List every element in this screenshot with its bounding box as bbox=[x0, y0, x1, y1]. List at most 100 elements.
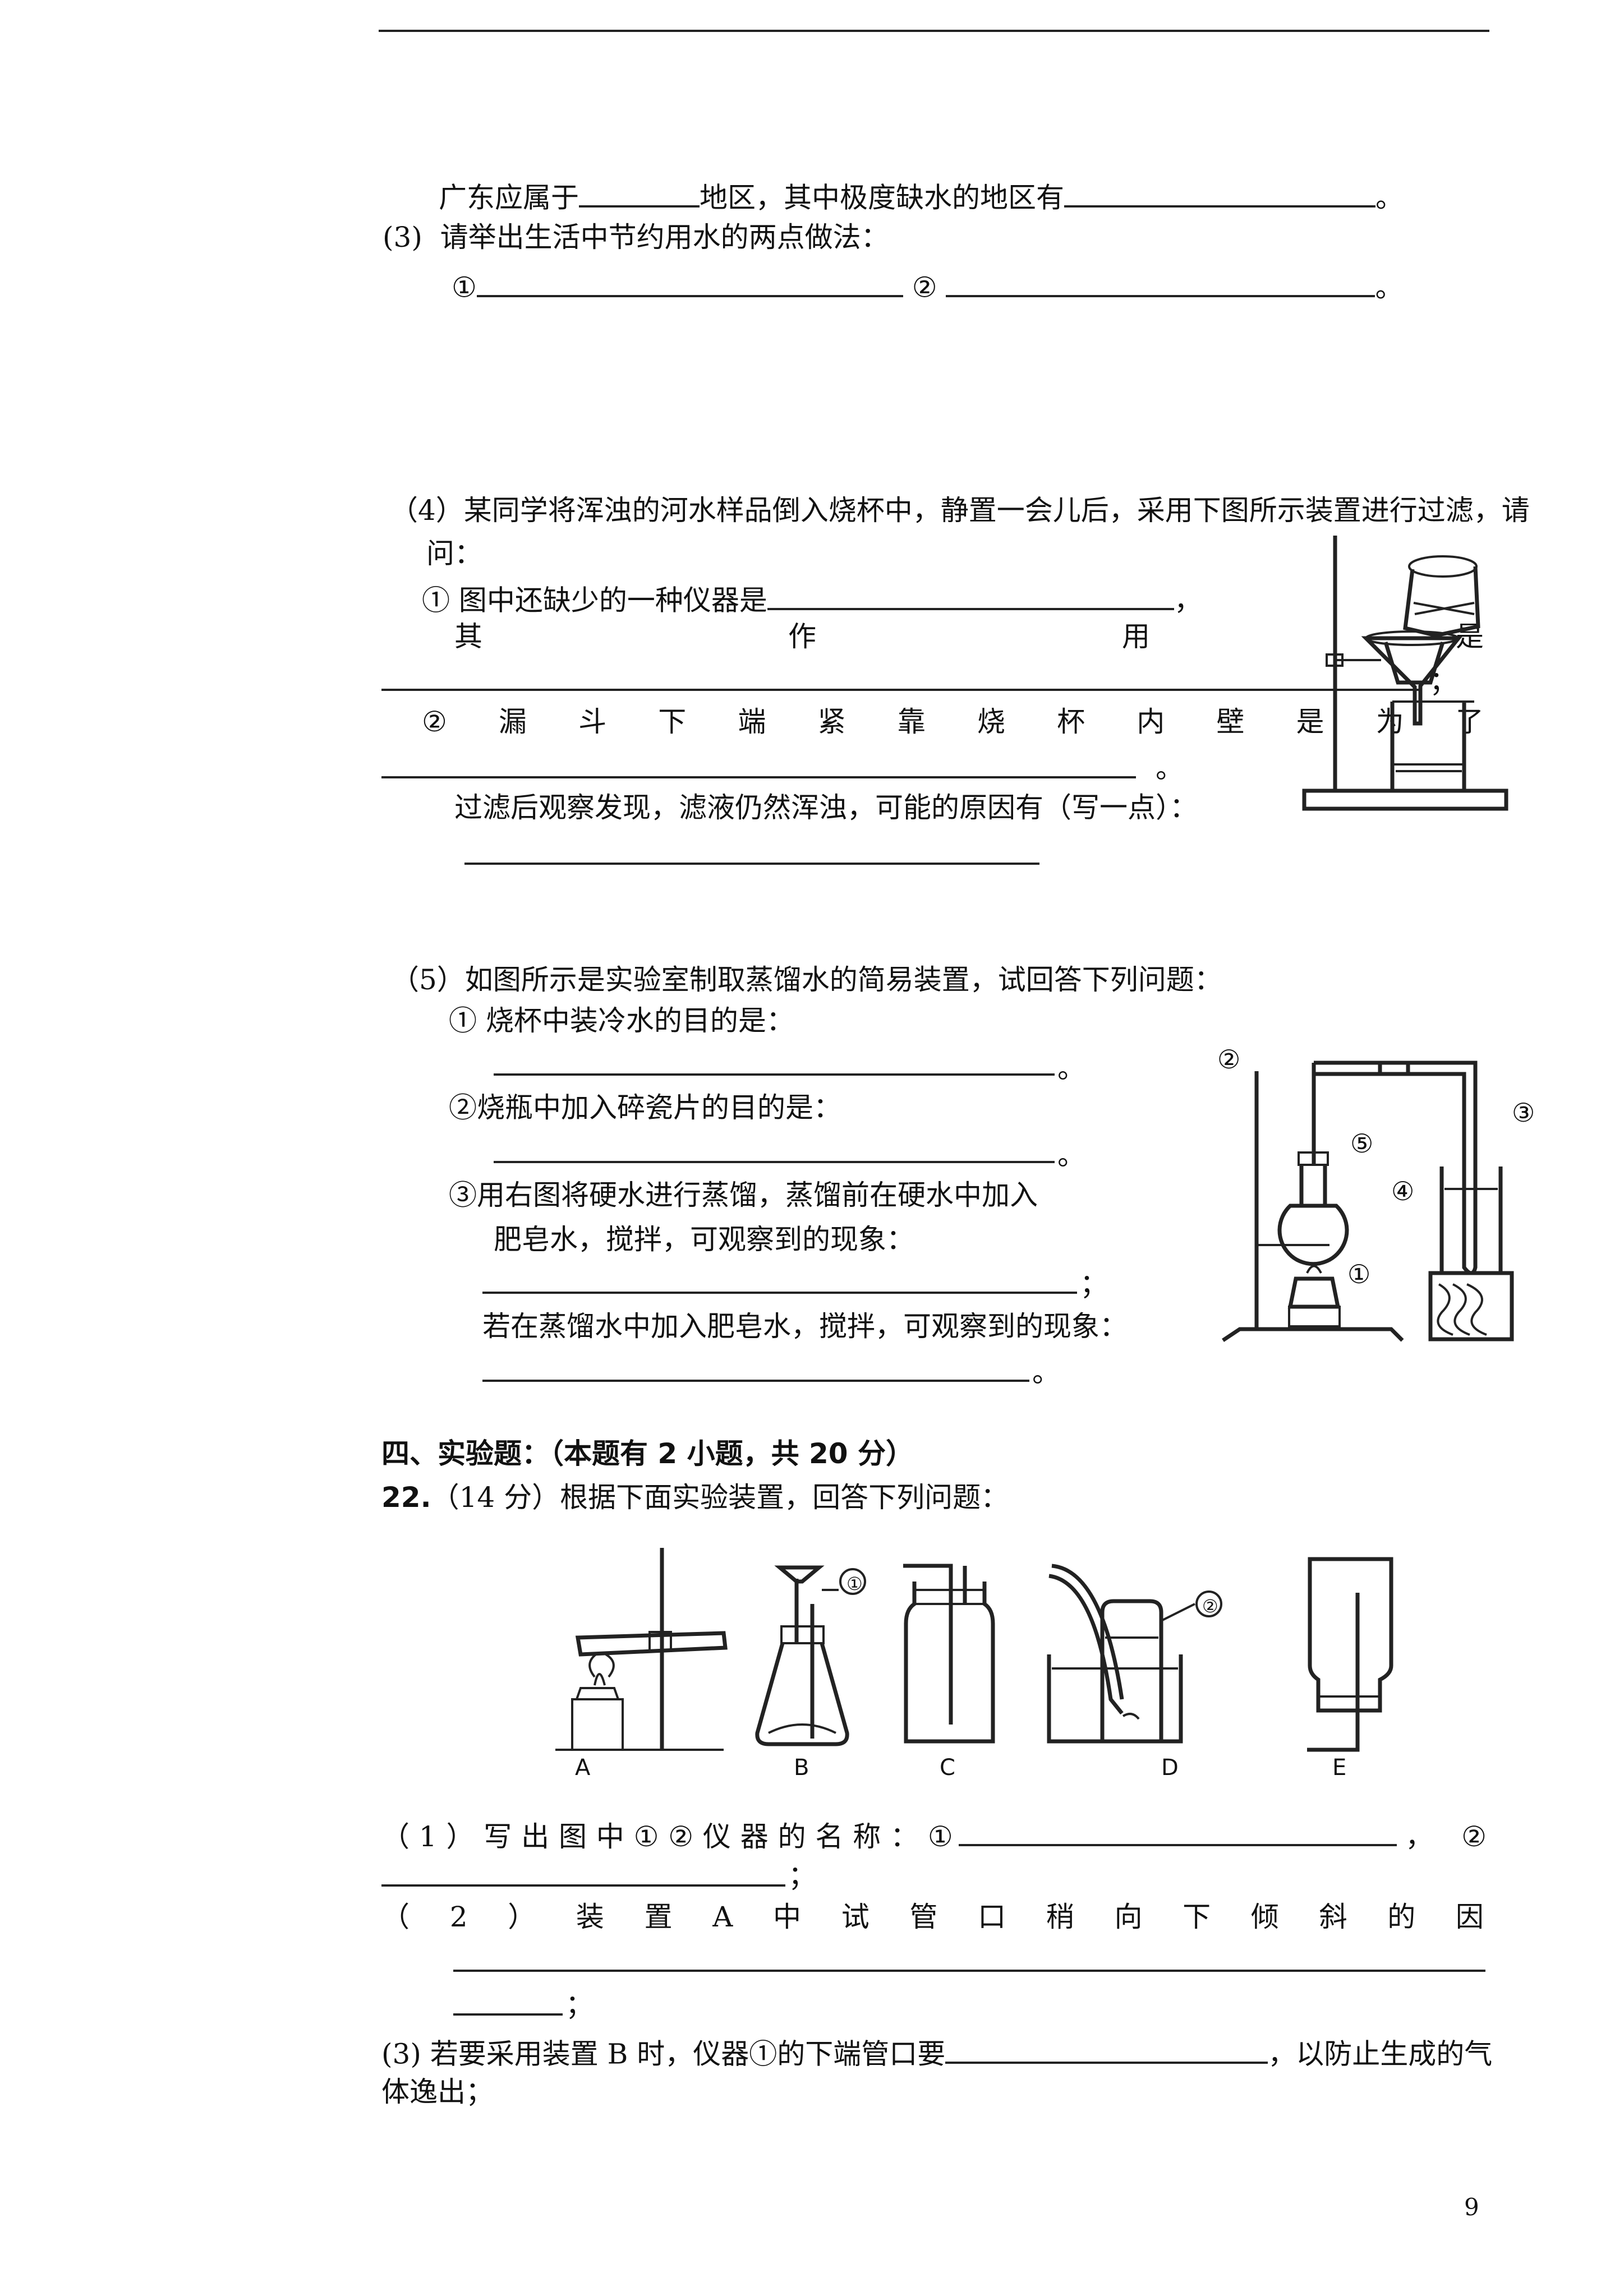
spaced-char: 稍 bbox=[1046, 1901, 1074, 1933]
q22-intro: 22.（14 分）根据下面实验装置，回答下列问题： bbox=[381, 1483, 1009, 1511]
q21-p5-q4: 若在蒸馏水中加入肥皂水，搅拌，可观察到的现象： bbox=[482, 1310, 1128, 1343]
spaced-char: 仪 bbox=[702, 1820, 731, 1853]
q21-p2-text-c: 。 bbox=[1375, 181, 1404, 214]
spaced-char: 试 bbox=[841, 1901, 869, 1933]
spaced-char: ① bbox=[927, 1820, 953, 1853]
q21-p5-end-2: 。 bbox=[1057, 1139, 1085, 1172]
spaced-char: 内 bbox=[1137, 706, 1165, 738]
distillation-label-3: ③ bbox=[1512, 1098, 1535, 1128]
q21-p4-q1: ① 图中还缺少的一种仪器是 ， bbox=[422, 581, 1202, 615]
spaced-char: 靠 bbox=[897, 706, 926, 738]
answer-blank[interactable] bbox=[482, 1380, 1029, 1382]
q22-intro-text: （14 分）根据下面实验装置，回答下列问题： bbox=[431, 1481, 1009, 1514]
q21-p5-end-1: 。 bbox=[1057, 1052, 1085, 1085]
spaced-char: 杯 bbox=[1057, 706, 1085, 738]
spaced-char: ） bbox=[446, 1820, 475, 1853]
answer-blank[interactable] bbox=[767, 581, 1174, 610]
q22-s1-end: ； bbox=[788, 1860, 816, 1892]
spaced-char: 下 bbox=[1183, 1901, 1211, 1933]
spaced-char: 中 bbox=[596, 1820, 624, 1853]
q21-p3-label: (3) bbox=[383, 221, 422, 253]
spaced-char: 用 bbox=[1122, 620, 1150, 653]
distillation-label-4: ④ bbox=[1391, 1176, 1414, 1206]
q21-p4-intro-1: （4）某同学将浑浊的河水样品倒入烧杯中，静置一会儿后，采用下图所示装置进行过滤，… bbox=[390, 494, 1530, 527]
spaced-char: ① bbox=[633, 1820, 659, 1853]
spaced-char: 置 bbox=[644, 1901, 673, 1933]
apparatus-label-a: A bbox=[575, 1755, 591, 1781]
q21-p4-intro-2: 问： bbox=[426, 537, 482, 570]
filtration-apparatus-figure bbox=[1302, 536, 1508, 811]
spaced-char: ② bbox=[422, 706, 447, 738]
q21-p4-q2-spaced: ② 漏 斗 下 端 紧 靠 烧 杯 内 壁 是 为 了 bbox=[422, 708, 1484, 736]
spaced-char: 称 bbox=[853, 1820, 881, 1853]
q22-s2-end: ； bbox=[565, 1989, 594, 2021]
q22-s1-line: （ 1 ） 写 出 图 中 ① ② 仪 器 的 名 称 ： ① ， ② bbox=[381, 1817, 1487, 1851]
spaced-char: 壁 bbox=[1216, 706, 1245, 738]
spaced-char: 是 bbox=[1296, 706, 1324, 738]
page-number: 9 bbox=[1464, 2193, 1479, 2221]
spaced-char: 中 bbox=[773, 1901, 802, 1933]
q22-s3-text-c: 体逸出； bbox=[381, 2076, 494, 2108]
q22-s3-text-b: ，以防止生成的气 bbox=[1268, 2037, 1493, 2071]
answer-blank[interactable] bbox=[476, 268, 903, 297]
spaced-char: 1 bbox=[418, 1820, 437, 1853]
spaced-char: 2 bbox=[449, 1901, 468, 1933]
q21-p5-end-3: 。 bbox=[1032, 1356, 1060, 1389]
apparatus-label-c: C bbox=[940, 1755, 955, 1781]
q21-p5-end-semi: ； bbox=[1080, 1268, 1108, 1301]
spaced-char: ） bbox=[508, 1901, 536, 1933]
answer-blank[interactable] bbox=[453, 1970, 1485, 1972]
q21-p4-q1-text: ① 图中还缺少的一种仪器是 bbox=[422, 584, 767, 617]
gas-apparatus-figure: A ① B C ② D E bbox=[555, 1548, 1393, 1781]
spaced-char: 名 bbox=[815, 1820, 844, 1853]
q21-p3-answers: ① ② 。 bbox=[452, 268, 1403, 302]
section4-note: （本题有 2 小题，共 20 分） bbox=[550, 1437, 914, 1470]
answer-blank[interactable] bbox=[946, 268, 1375, 297]
q21-p5-q3a: ③用右图将硬水进行蒸馏，蒸馏前在硬水中加入 bbox=[449, 1179, 1038, 1211]
spaced-char: 了 bbox=[1455, 706, 1484, 738]
q22-s1-spaced: （ 1 ） 写 出 图 中 ① ② 仪 器 的 名 称 ： ① bbox=[381, 1823, 953, 1851]
answer-blank[interactable] bbox=[381, 776, 1136, 778]
distillation-label-5: ⑤ bbox=[1350, 1128, 1373, 1159]
answer-blank[interactable] bbox=[482, 1292, 1077, 1294]
answer-blank[interactable] bbox=[958, 1817, 1397, 1846]
apparatus-label-d: D bbox=[1161, 1755, 1179, 1781]
spaced-char: 向 bbox=[1114, 1901, 1143, 1933]
q21-p4-q1-end: ， bbox=[1174, 584, 1202, 617]
q21-p5-q2: ②烧瓶中加入碎瓷片的目的是： bbox=[449, 1091, 841, 1124]
q22-s1-mid: ， bbox=[1405, 1820, 1434, 1853]
spaced-char: ： bbox=[890, 1820, 919, 1853]
q21-p3-end: 。 bbox=[1375, 271, 1404, 304]
spaced-char: 斜 bbox=[1319, 1901, 1347, 1933]
q22-s2-spaced: （ 2 ） 装 置 A 中 试 管 口 稍 向 下 倾 斜 的 因 bbox=[381, 1903, 1484, 1931]
q22-number: 22. bbox=[381, 1481, 431, 1514]
q21-p2-line: 广东应属于地区，其中极度缺水的地区有。 bbox=[439, 178, 1404, 212]
callout-1: ① bbox=[846, 1573, 863, 1594]
distillation-apparatus-figure: ② ③ ④ ⑤ ① bbox=[1217, 1044, 1535, 1342]
q21-p2-text-a: 广东应属于 bbox=[439, 181, 579, 214]
spaced-char: 口 bbox=[978, 1901, 1006, 1933]
answer-blank[interactable] bbox=[453, 2013, 563, 2016]
answer-blank[interactable] bbox=[494, 1161, 1055, 1163]
spaced-char: 器 bbox=[740, 1820, 769, 1853]
apparatus-label-b: B bbox=[794, 1755, 809, 1781]
header-rule bbox=[379, 30, 1489, 32]
answer-blank[interactable] bbox=[464, 863, 1039, 865]
spaced-char: 其 bbox=[454, 620, 482, 653]
spaced-char: 写 bbox=[484, 1820, 512, 1853]
answer-blank[interactable] bbox=[381, 1884, 785, 1887]
spaced-char: （ bbox=[381, 1901, 410, 1933]
answer-blank[interactable] bbox=[945, 2035, 1268, 2064]
q21-p3-text: 请举出生活中节约用水的两点做法： bbox=[440, 221, 889, 253]
answer-blank[interactable] bbox=[1064, 178, 1375, 208]
distillation-label-1: ① bbox=[1347, 1259, 1370, 1289]
answer-blank[interactable] bbox=[579, 178, 700, 208]
spaced-char: 斗 bbox=[578, 706, 607, 738]
spaced-char: 作 bbox=[788, 620, 816, 653]
q22-s3-text-a: (3) 若要采用装置 B 时，仪器①的下端管口要 bbox=[381, 2037, 946, 2071]
answer-blank[interactable] bbox=[494, 1073, 1055, 1076]
spaced-char: 因 bbox=[1455, 1901, 1484, 1933]
q21-p3-marker-2: ② bbox=[912, 271, 937, 304]
answer-blank[interactable] bbox=[381, 689, 1422, 691]
spaced-char: 烧 bbox=[977, 706, 1005, 738]
